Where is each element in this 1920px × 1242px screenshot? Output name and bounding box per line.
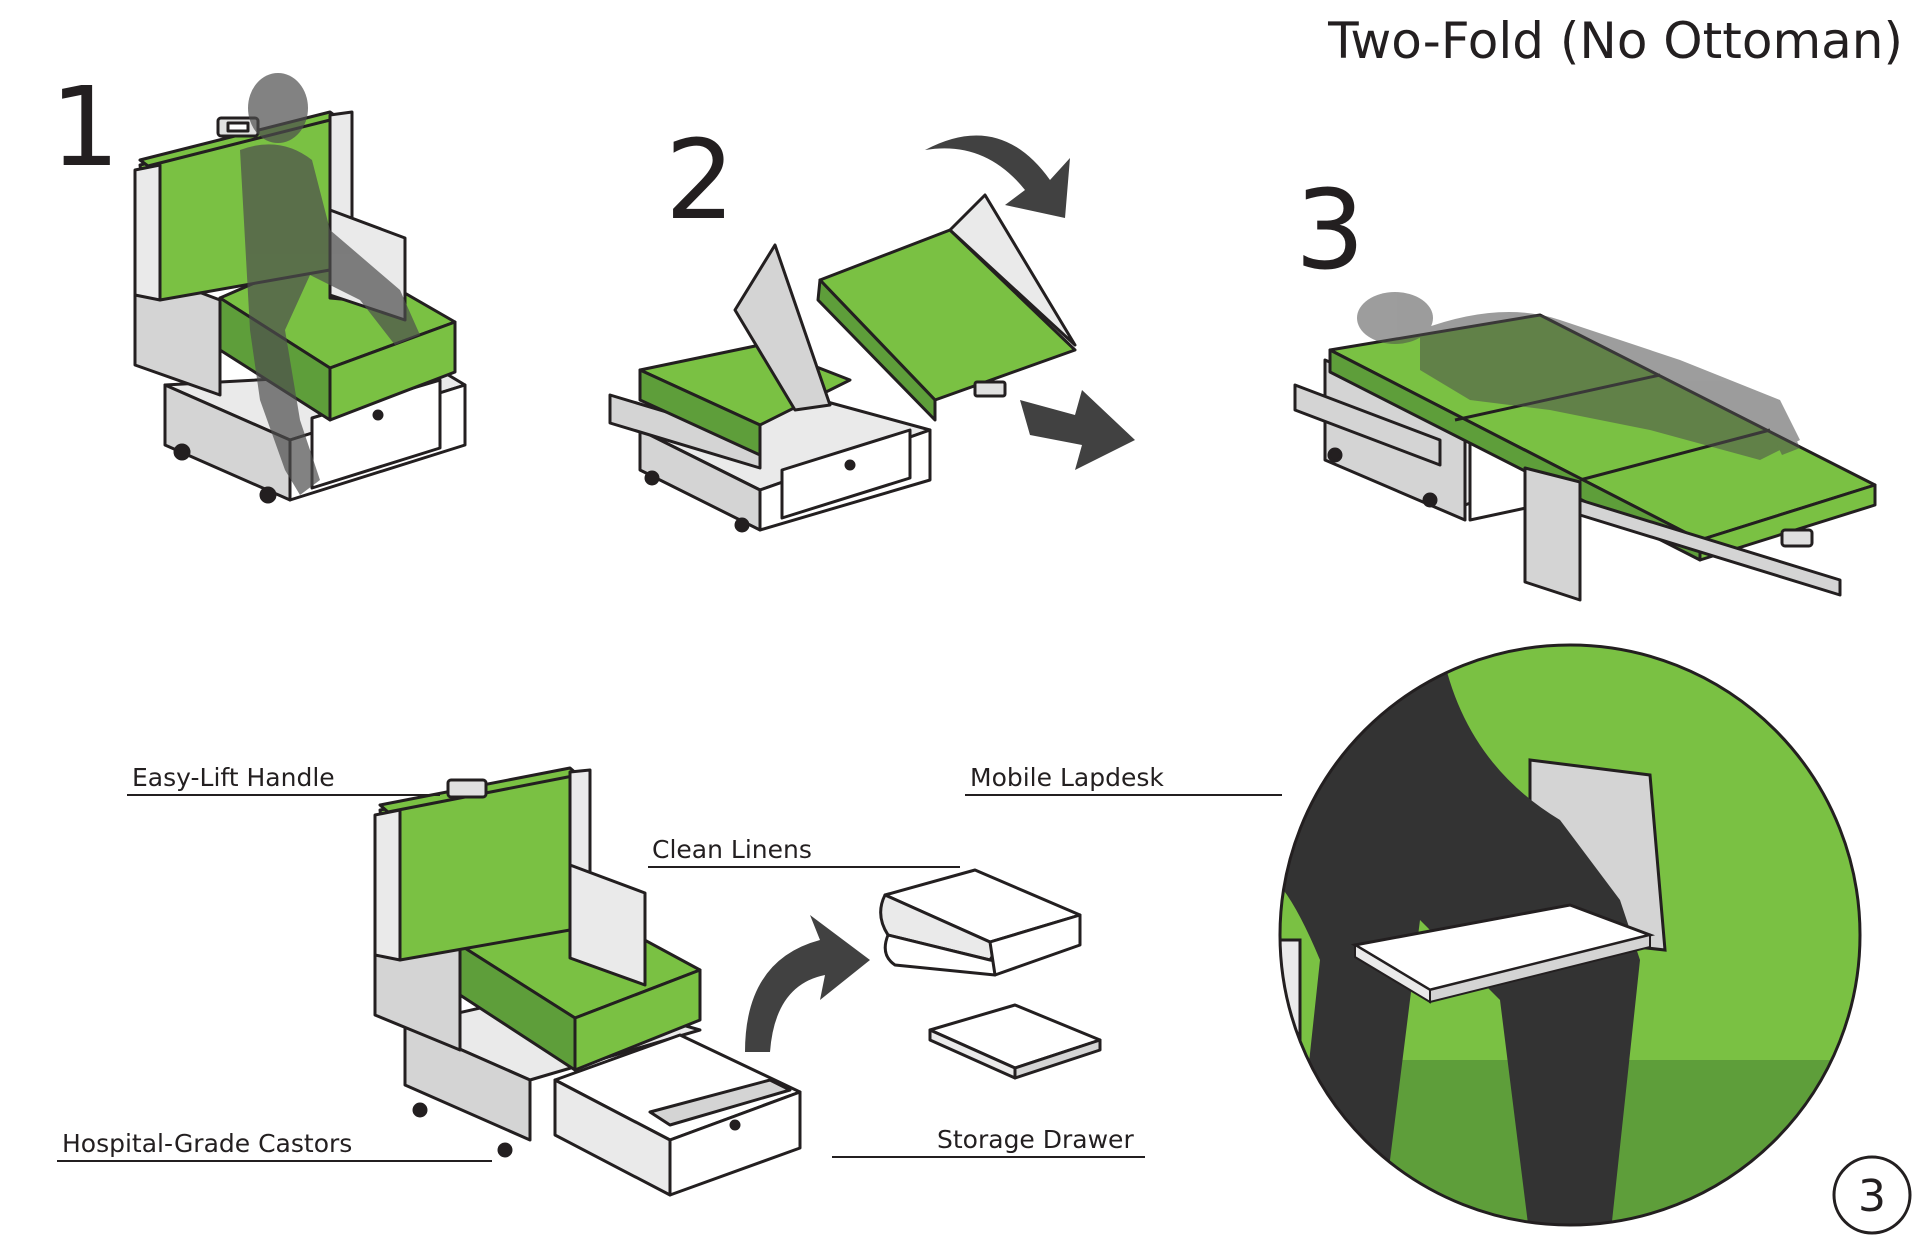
step-number-1: 1 <box>50 63 120 191</box>
diagram-title: Two-Fold (No Ottoman) <box>1327 12 1903 70</box>
page-number: 3 <box>1858 1171 1886 1222</box>
svg-text:Clean Linens: Clean Linens <box>652 835 812 864</box>
callout-mobile-lapdesk: Mobile Lapdesk <box>965 763 1282 796</box>
seated-person-silhouette <box>240 73 420 495</box>
step-number-2: 2 <box>665 116 735 244</box>
folded-linens-illustration <box>879 868 1102 1080</box>
callout-easy-lift-handle: Easy-Lift Handle <box>127 763 440 796</box>
straight-arrow-icon <box>1020 390 1135 470</box>
reclining-person-silhouette <box>1357 292 1800 460</box>
callout-storage-drawer: Storage Drawer <box>832 1125 1145 1158</box>
svg-text:Storage Drawer: Storage Drawer <box>937 1125 1134 1154</box>
svg-text:Mobile Lapdesk: Mobile Lapdesk <box>970 763 1164 792</box>
callout-clean-linens: Clean Linens <box>648 835 960 868</box>
step-2-folding-illustration <box>608 193 1077 533</box>
page-number-badge: 3 <box>1832 1155 1912 1235</box>
drawer-lift-arrow-icon <box>745 915 870 1052</box>
step-number-3: 3 <box>1295 166 1365 294</box>
storage-chair-illustration <box>373 766 802 1197</box>
lapdesk-detail-inset <box>1278 643 1862 1227</box>
callout-hospital-grade-castors: Hospital-Grade Castors <box>57 1129 492 1162</box>
svg-text:Hospital-Grade Castors: Hospital-Grade Castors <box>62 1129 352 1158</box>
curved-arrow-icon <box>925 135 1070 218</box>
svg-text:Easy-Lift Handle: Easy-Lift Handle <box>132 763 335 792</box>
